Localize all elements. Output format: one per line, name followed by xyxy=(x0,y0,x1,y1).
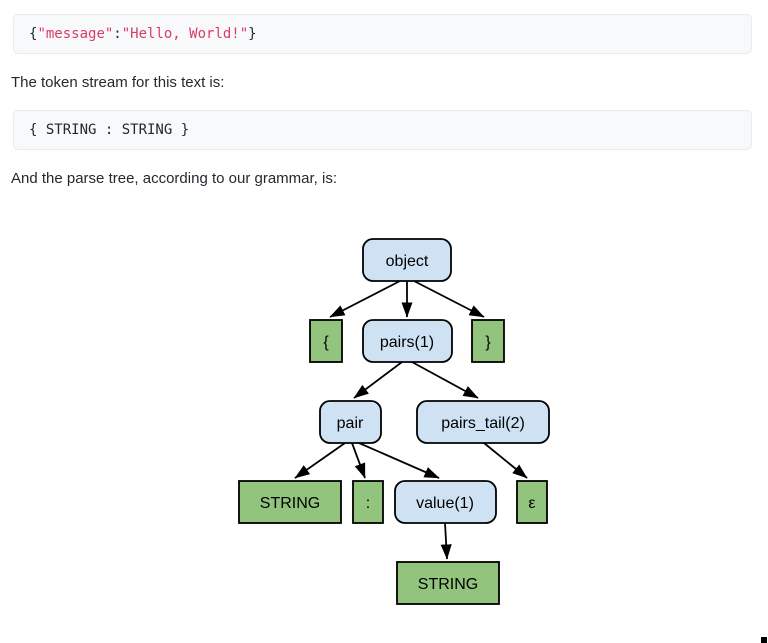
node-label: ε xyxy=(528,495,535,512)
node-label: value(1) xyxy=(416,495,474,512)
node-label: } xyxy=(485,334,491,351)
node-box xyxy=(416,400,550,444)
node-box xyxy=(238,480,342,524)
tree-node-epsilon: ε xyxy=(516,480,548,524)
node-label: STRING xyxy=(260,495,320,512)
node-box xyxy=(309,319,343,363)
code-token-punct: } xyxy=(248,26,257,42)
node-box xyxy=(394,480,497,524)
parse-tree-intro-paragraph: And the parse tree, according to our gra… xyxy=(11,170,337,187)
token-stream-intro-paragraph: The token stream for this text is: xyxy=(11,74,225,91)
edge-pair-value xyxy=(358,442,440,479)
parse-tree-diagram: object { pairs(1) } pair pairs_tail(2) S… xyxy=(238,238,550,605)
article-content: {"message":"Hello, World!"} The token st… xyxy=(11,14,752,605)
token-stream-code-block: { STRING : STRING } xyxy=(13,110,752,150)
node-label: STRING xyxy=(418,576,478,593)
edge-pair-colon xyxy=(351,442,366,479)
cursor-artifact xyxy=(761,637,767,643)
tree-edges xyxy=(294,280,528,560)
node-label: pair xyxy=(337,415,364,432)
token-stream-text: { STRING : STRING } xyxy=(29,122,190,138)
tree-node-pairs: pairs(1) xyxy=(362,319,453,363)
tree-node-lbrace: { xyxy=(309,319,343,363)
tree-node-pair: pair xyxy=(319,400,382,444)
edge-object-rbrace xyxy=(413,280,485,318)
edge-pairs-pairstail xyxy=(411,361,479,399)
node-label: object xyxy=(386,253,429,270)
tree-node-string-key: STRING xyxy=(238,480,342,524)
code-token-string: "Hello, World!" xyxy=(121,26,249,42)
code-token-punct: : xyxy=(113,26,122,42)
node-box xyxy=(516,480,548,524)
node-box xyxy=(471,319,505,363)
node-label: : xyxy=(366,495,370,512)
tree-node-value: value(1) xyxy=(394,480,497,524)
edge-value-string xyxy=(440,522,452,560)
node-box xyxy=(396,561,500,605)
node-box xyxy=(362,238,452,282)
edge-pairstail-epsilon xyxy=(483,442,528,479)
tree-node-rbrace: } xyxy=(471,319,505,363)
code-token-punct: { xyxy=(29,26,38,42)
json-source-code-block: {"message":"Hello, World!"} xyxy=(13,14,752,54)
tree-node-colon: : xyxy=(352,480,384,524)
tree-node-pairs-tail: pairs_tail(2) xyxy=(416,400,550,444)
edge-pair-string xyxy=(294,442,346,479)
node-label: pairs_tail(2) xyxy=(441,415,525,432)
node-label: { xyxy=(323,334,329,351)
tree-node-object: object xyxy=(362,238,452,282)
node-box xyxy=(362,319,453,363)
edge-object-lbrace xyxy=(329,280,401,318)
code-token-string: "message" xyxy=(37,26,114,42)
node-box xyxy=(352,480,384,524)
node-box xyxy=(319,400,382,444)
node-label: pairs(1) xyxy=(380,334,434,351)
edge-pairs-pair xyxy=(353,361,403,399)
tree-node-string-value: STRING xyxy=(396,561,500,605)
